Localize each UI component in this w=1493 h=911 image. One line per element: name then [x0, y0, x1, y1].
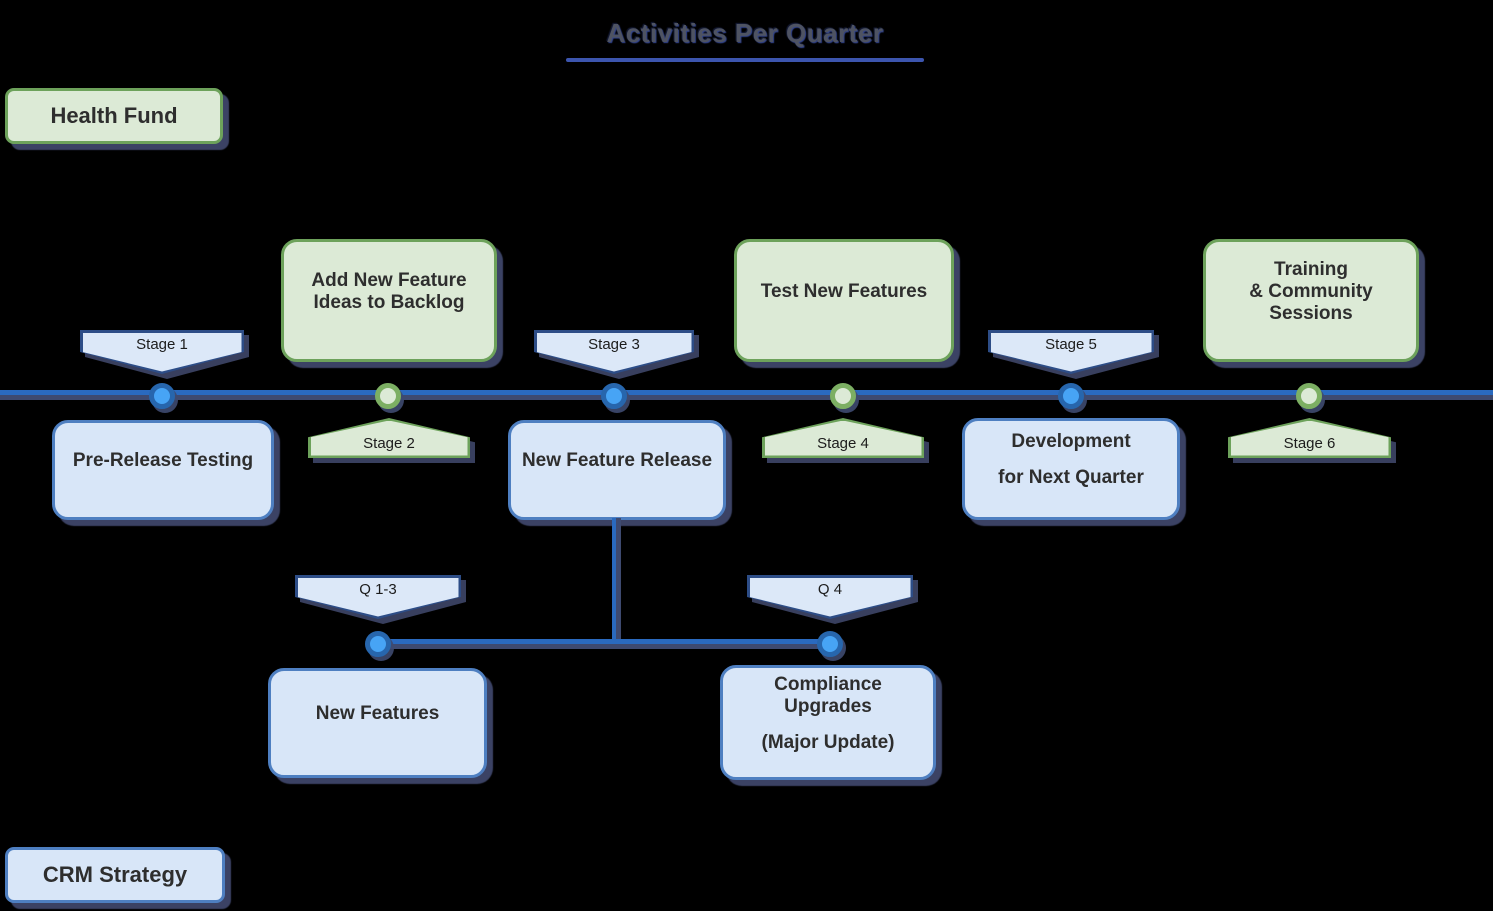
page-title: Activities Per Quarter	[606, 18, 884, 48]
activity-text-line-2: for Next Quarter	[998, 467, 1144, 488]
q1-3-marker: Q 1-3	[295, 575, 461, 619]
stage-1-marker: Stage 1	[80, 330, 244, 374]
activity-add-new-feature-ideas: Add New Feature Ideas to Backlog	[281, 239, 497, 362]
activity-new-features: New Features	[268, 668, 487, 778]
stage-5-label: Stage 5	[1045, 335, 1097, 353]
stage-1-label: Stage 1	[136, 335, 188, 353]
activity-text-line-1: Training	[1274, 258, 1348, 280]
q1-3-label: Q 1-3	[359, 580, 397, 598]
branch-connector-vertical	[612, 518, 621, 644]
stage-6-marker: Stage 6	[1228, 418, 1391, 458]
activity-compliance-upgrades: Compliance Upgrades (Major Update)	[720, 665, 936, 780]
q4-node	[817, 631, 843, 657]
activity-training-community-sessions: Training & Community Sessions	[1203, 239, 1419, 362]
q1-3-node	[365, 631, 391, 657]
stage-5-node	[1058, 383, 1084, 409]
stage-3-marker: Stage 3	[534, 330, 694, 374]
activity-text-line-2: & Community Sessions	[1249, 280, 1373, 324]
activity-text: Test New Features	[760, 280, 928, 302]
stage-3-node	[601, 383, 627, 409]
activity-pre-release-testing: Pre-Release Testing	[52, 420, 274, 520]
stage-2-label: Stage 2	[363, 434, 415, 452]
activity-development-next-quarter: Development for Next Quarter	[962, 418, 1180, 520]
branch-line	[376, 639, 832, 649]
q4-marker: Q 4	[747, 575, 913, 619]
activity-text: Add New Feature Ideas to Backlog	[311, 269, 467, 313]
label-health-fund: Health Fund	[5, 88, 223, 144]
timeline-axis	[0, 390, 1493, 400]
stage-3-label: Stage 3	[588, 335, 640, 353]
activity-text-line-1: Compliance Upgrades	[774, 673, 882, 717]
activity-text: Pre-Release Testing	[72, 450, 254, 471]
activity-new-feature-release: New Feature Release	[508, 420, 726, 520]
stage-4-node	[830, 383, 856, 409]
stage-1-node	[149, 383, 175, 409]
stage-2-marker: Stage 2	[308, 418, 470, 458]
q4-label: Q 4	[817, 580, 843, 598]
stage-4-label: Stage 4	[817, 434, 869, 452]
activity-text-line-2: (Major Update)	[761, 731, 895, 753]
crm-strategy-text: CRM Strategy	[42, 862, 188, 887]
activity-text: New Feature Release	[521, 450, 713, 471]
stage-6-node	[1296, 383, 1322, 409]
stage-5-marker: Stage 5	[988, 330, 1154, 374]
activity-test-new-features: Test New Features	[734, 239, 954, 362]
health-fund-text: Health Fund	[50, 103, 178, 128]
stage-2-node	[375, 383, 401, 409]
label-crm-strategy: CRM Strategy	[5, 847, 225, 903]
stage-4-marker: Stage 4	[762, 418, 924, 458]
activity-text: New Features	[315, 703, 440, 724]
stage-6-label: Stage 6	[1283, 434, 1336, 452]
title-underline	[566, 58, 924, 62]
activity-text-line-1: Development	[1011, 431, 1131, 452]
